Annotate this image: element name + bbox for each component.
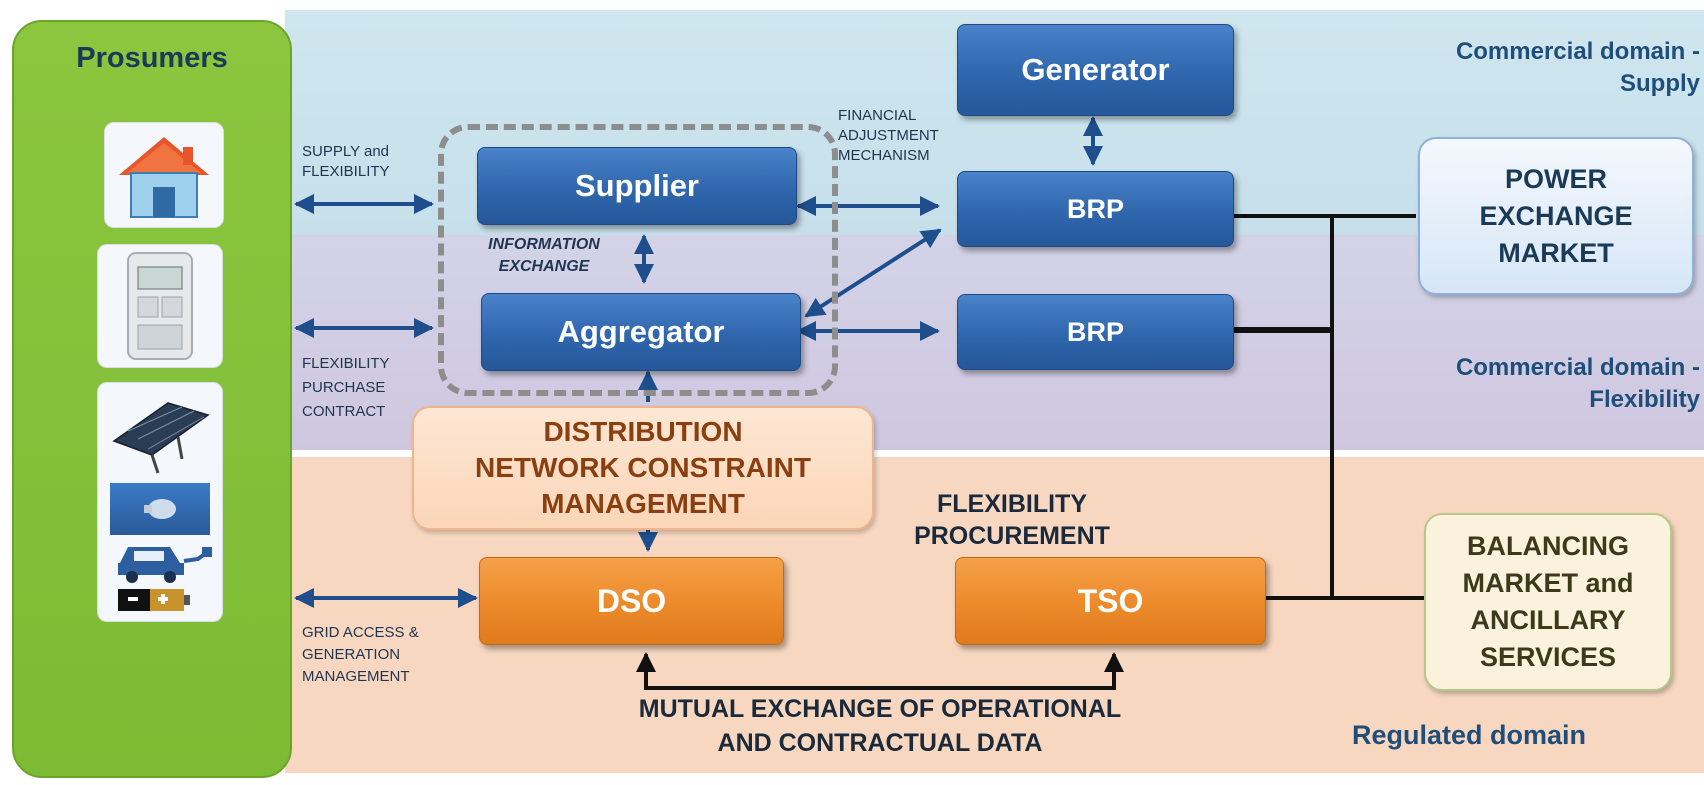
house-icon: [119, 137, 209, 218]
flex-purchase-line-3: CONTRACT: [302, 403, 386, 420]
flexibility-domain-label-line-2: Flexibility: [1589, 386, 1700, 413]
balancing-market-box: BALANCING MARKET and ANCILLARY SERVICES: [1424, 513, 1672, 691]
electric-car-icon: [118, 547, 212, 583]
info-exchange-line-2: EXCHANGE: [498, 258, 590, 275]
dncm-line-1: DISTRIBUTION: [543, 416, 743, 447]
flexibility-domain-label: Commercial domain - Flexibility: [1320, 352, 1700, 416]
brp-supply-box: BRP: [957, 171, 1234, 247]
dncm-line-2: NETWORK CONSTRAINT: [475, 452, 811, 483]
financial-line-1: FINANCIAL: [838, 107, 917, 124]
pem-line-2: EXCHANGE: [1479, 200, 1633, 231]
flexibility-purchase-contract-label: FLEXIBILITY PURCHASE CONTRACT: [302, 352, 390, 424]
financial-line-2: ADJUSTMENT: [838, 127, 939, 144]
light-bulb-icon: [110, 483, 210, 535]
arrow-aggregator-brp-supply: [804, 228, 942, 318]
supply-flexibility-label: SUPPLY and FLEXIBILITY: [302, 142, 390, 182]
supply-flexibility-label-line-1: SUPPLY and: [302, 143, 390, 160]
flexibility-domain-label-line-1: Commercial domain -: [1455, 354, 1700, 381]
supply-domain-label: Commercial domain - Supply: [1320, 36, 1700, 100]
generator-box: Generator: [957, 24, 1234, 116]
distribution-network-constraint-box: DISTRIBUTION NETWORK CONSTRAINT MANAGEME…: [412, 406, 874, 530]
house-tile: [104, 122, 224, 228]
power-exchange-market-box: POWER EXCHANGE MARKET: [1418, 137, 1694, 295]
mutual-exchange-line-2: AND CONTRACTUAL DATA: [717, 729, 1043, 757]
dso-box: DSO: [479, 557, 784, 645]
regulated-domain-label: Regulated domain: [1352, 720, 1587, 750]
smart-meter-icon: [127, 252, 193, 360]
battery-icon: [118, 589, 190, 611]
supply-domain-label-line-2: Supply: [1619, 70, 1700, 97]
aggregator-box: Aggregator: [481, 293, 801, 371]
financial-adjustment-label: FINANCIAL ADJUSTMENT MECHANISM: [838, 106, 939, 166]
flex-procurement-line-1: FLEXIBILITY: [937, 490, 1087, 518]
flex-procurement-line-2: PROCUREMENT: [914, 522, 1110, 550]
mutual-exchange-label: MUTUAL EXCHANGE OF OPERATIONAL AND CONTR…: [540, 692, 1220, 760]
grid-access-line-2: GENERATION: [302, 646, 401, 663]
grid-access-label: GRID ACCESS & GENERATION MANAGEMENT: [302, 622, 419, 688]
supplier-box: Supplier: [477, 147, 797, 225]
pem-line-3: MARKET: [1498, 237, 1614, 268]
dncm-line-3: MANAGEMENT: [541, 488, 745, 519]
devices-tile: [97, 382, 223, 622]
supply-flexibility-label-line-2: FLEXIBILITY: [302, 163, 390, 180]
flexibility-procurement-label: FLEXIBILITY PROCUREMENT: [872, 488, 1152, 552]
flex-purchase-line-1: FLEXIBILITY: [302, 355, 390, 372]
tso-box: TSO: [955, 557, 1266, 645]
supplier-aggregator-group: [438, 124, 838, 396]
information-exchange-label: INFORMATION EXCHANGE: [464, 234, 624, 278]
supply-domain-label-line-1: Commercial domain -: [1455, 38, 1700, 65]
grid-access-line-3: MANAGEMENT: [302, 668, 410, 685]
grid-access-line-1: GRID ACCESS &: [302, 624, 419, 641]
brp-flexibility-box: BRP: [957, 294, 1234, 370]
info-exchange-line-1: INFORMATION: [488, 236, 600, 253]
mutual-exchange-line-1: MUTUAL EXCHANGE OF OPERATIONAL: [638, 695, 1122, 723]
solar-panel-icon: [112, 402, 210, 474]
prosumers-title: Prosumers: [76, 42, 228, 74]
flex-purchase-line-2: PURCHASE: [302, 379, 386, 396]
bal-line-2: MARKET and: [1462, 568, 1634, 598]
line-mutual-exchange: [636, 652, 1124, 690]
bal-line-1: BALANCING: [1467, 531, 1629, 561]
title-strip: [0, 0, 1704, 8]
pem-line-1: POWER: [1504, 163, 1607, 194]
bal-line-4: SERVICES: [1479, 642, 1617, 672]
bal-line-3: ANCILLARY: [1470, 605, 1626, 635]
financial-line-3: MECHANISM: [838, 147, 930, 164]
meter-tile: [97, 244, 223, 368]
